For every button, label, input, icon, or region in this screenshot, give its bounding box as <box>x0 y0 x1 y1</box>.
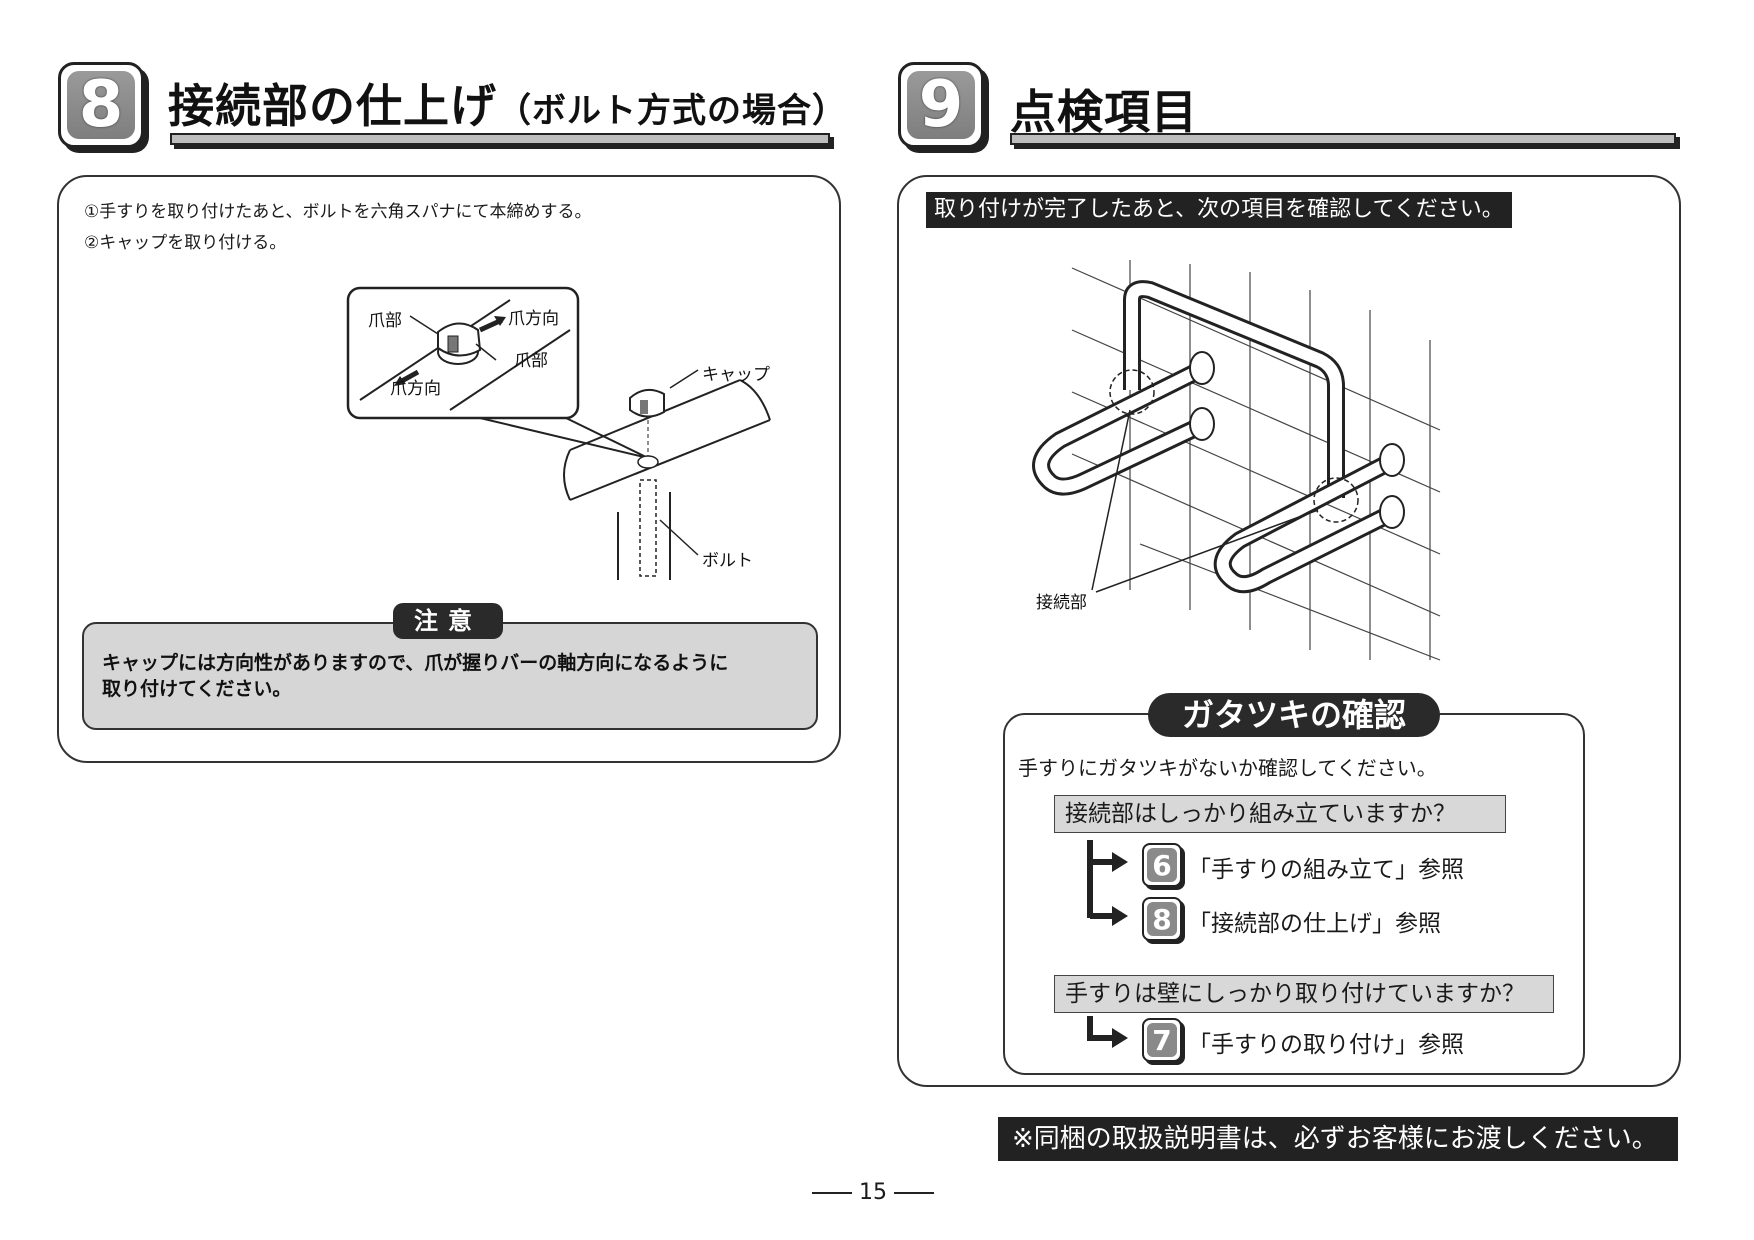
section-8-title-sub: （ボルト方式の場合） <box>497 91 847 131</box>
caution-label: 注意 <box>393 603 503 639</box>
joint-leader-2 <box>1095 509 1319 593</box>
cap-installation-illustration: 爪部 爪方向 爪部 爪方向 キャップ ボルト <box>346 286 771 580</box>
lower-bar-flange-1 <box>1379 443 1405 477</box>
section-8-title-main: 接続部の仕上げ <box>168 79 497 133</box>
handover-notice: ※同梱の取扱説明書は、必ずお客様にお渡しください。 <box>998 1117 1678 1161</box>
section-9-title: 点検項目 <box>1010 85 1198 139</box>
claw-part-leader-1 <box>409 315 439 335</box>
ref-text-8: 「接続部の仕上げ」参照 <box>1188 911 1441 937</box>
label-cap: キャップ <box>702 365 770 385</box>
label-bolt: ボルト <box>702 551 753 571</box>
upper-bar-inner <box>1035 364 1203 493</box>
label-claw-part-1: 爪部 <box>368 311 402 331</box>
label-claw-part-2: 爪部 <box>514 351 548 371</box>
bar-hole <box>637 455 659 469</box>
q2-arrowhead <box>1112 1028 1128 1048</box>
page-number: 15 <box>859 1180 887 1205</box>
section-9-intro: 取り付けが完了したあと、次の項目を確認してください。 <box>926 192 1512 228</box>
ref-badge-6-number: 6 <box>1147 848 1177 882</box>
vertical-bar-inner <box>1126 283 1342 498</box>
section-8-number-badge: 8 <box>58 62 144 148</box>
caution-box <box>82 622 818 730</box>
page-number-rule-left <box>812 1192 852 1194</box>
ref-text-6: 「手すりの組み立て」参照 <box>1188 857 1464 883</box>
grab-bar-left-end <box>563 449 571 501</box>
reference-arrows-q1 <box>1087 840 1128 926</box>
ref-badge-6: 6 <box>1142 843 1182 887</box>
claw-direction-arrowhead-down <box>394 376 406 386</box>
caution-text-line-1: キャップには方向性がありますので、爪が握りバーの軸方向になるように <box>102 652 729 674</box>
grab-bar-end <box>739 379 771 421</box>
upper-bar-flange-2 <box>1189 407 1215 441</box>
cap-leader <box>669 369 699 389</box>
section-8-title-rule <box>170 133 830 145</box>
page-number-rule-right <box>894 1192 934 1194</box>
callout-cap-claw <box>447 335 459 353</box>
upper-bar-flange-1 <box>1189 351 1215 385</box>
q1-arrowhead-1 <box>1112 852 1128 872</box>
callout-pointer <box>479 417 649 459</box>
section-8-title: 接続部の仕上げ（ボルト方式の場合） <box>168 70 847 136</box>
bolt-leader <box>659 519 699 556</box>
q2-arrow-stem <box>1087 1016 1114 1041</box>
rattle-check-heading: ガタツキの確認 <box>1148 693 1440 737</box>
bolt <box>639 479 657 577</box>
rattle-check-lead: 手すりにガタツキがないか確認してください。 <box>1018 756 1437 780</box>
page-number-row: 15 <box>812 1180 934 1205</box>
label-claw-direction-1: 爪方向 <box>508 309 559 329</box>
joint-marker-2 <box>1313 477 1359 523</box>
claw-part-leader-2 <box>475 343 497 361</box>
claw-direction-arrowhead-up <box>494 316 506 326</box>
section-9-number-badge: 9 <box>898 62 984 148</box>
label-joint: 接続部 <box>1036 593 1087 613</box>
question-1-box: 接続部はしっかり組み立ていますか？ <box>1054 795 1506 833</box>
ref-badge-7: 7 <box>1142 1018 1182 1062</box>
section-9-title-rule <box>1010 133 1676 145</box>
grab-bar-illustration: 接続部 <box>1032 260 1441 661</box>
section-9-number: 9 <box>907 68 975 142</box>
callout-bar-line-1 <box>359 299 511 401</box>
lower-bar-flange-2 <box>1379 495 1405 529</box>
joint-marker-1 <box>1109 369 1155 415</box>
question-2-box: 手すりは壁にしっかり取り付けていますか？ <box>1054 975 1554 1013</box>
ref-badge-7-number: 7 <box>1147 1023 1177 1057</box>
step-2-text: ②キャップを取り付ける。 <box>84 233 287 253</box>
callout-bar-line-2 <box>449 329 571 411</box>
joint-leader-1 <box>1091 409 1131 591</box>
cap-claw <box>640 400 648 414</box>
section-8-number: 8 <box>67 68 135 142</box>
reference-arrow-q2 <box>1087 1016 1128 1048</box>
ref-badge-8-number: 8 <box>1147 902 1177 936</box>
ref-badge-8: 8 <box>1142 897 1182 941</box>
step-1-text: ①手すりを取り付けたあと、ボルトを六角スパナにて本締めする。 <box>84 202 592 222</box>
lower-bar-inner <box>1216 456 1393 591</box>
grab-bar-bottom <box>569 419 771 501</box>
rattle-check-panel <box>1003 713 1585 1075</box>
q1-arrowhead-2 <box>1112 906 1128 926</box>
label-claw-direction-2: 爪方向 <box>390 379 441 399</box>
ref-text-7: 「手すりの取り付け」参照 <box>1188 1032 1464 1058</box>
callout-cap <box>437 322 482 357</box>
caution-text-line-2: 取り付けてください。 <box>102 678 292 700</box>
